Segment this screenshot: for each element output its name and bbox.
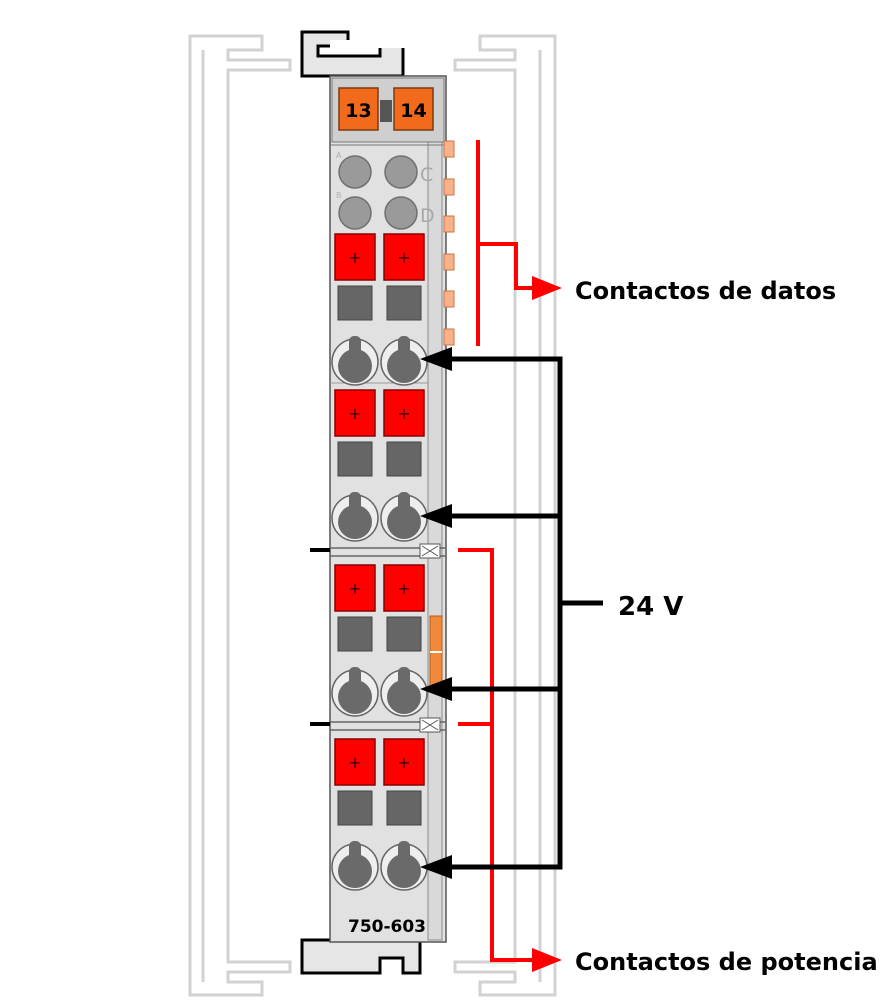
- led-row-b-d: B D: [336, 191, 435, 230]
- led-small-label-a: A: [336, 151, 342, 160]
- contact-pad: [386, 616, 422, 652]
- led-row-a-c: A C: [336, 151, 433, 189]
- contact-pad: [386, 285, 422, 321]
- plus-symbol: +: [397, 753, 410, 772]
- terminal-group: ++: [331, 738, 428, 891]
- spring-clamp-button[interactable]: [334, 564, 376, 612]
- spring-clamp-button[interactable]: [383, 564, 425, 612]
- terminal-badge-13: 13: [338, 87, 379, 131]
- wire-entry-slot: [349, 841, 361, 863]
- spring-clamp-button[interactable]: [334, 738, 376, 786]
- led-letter-d: D: [420, 205, 435, 227]
- supply-24v-wiring: [444, 356, 603, 870]
- spring-clamp-button[interactable]: [383, 738, 425, 786]
- contact-pad: [337, 285, 373, 321]
- wire-entry-hole[interactable]: [338, 680, 372, 714]
- wire-entry-slot: [398, 492, 410, 514]
- plus-symbol: +: [348, 248, 361, 267]
- spring-clamp-button[interactable]: [334, 233, 376, 281]
- contact-pad: [386, 790, 422, 826]
- wire-entry-hole[interactable]: [338, 505, 372, 539]
- model-label: 750-603: [348, 917, 426, 937]
- spring-clamp-button[interactable]: [334, 389, 376, 437]
- spring-clamp-button[interactable]: [383, 233, 425, 281]
- contact-pad: [337, 790, 373, 826]
- contact-pad: [386, 441, 422, 477]
- bottom-clip: [300, 938, 422, 975]
- plus-symbol: +: [397, 404, 410, 423]
- led-letter-c: C: [420, 164, 433, 186]
- plus-symbol: +: [348, 753, 361, 772]
- supply-24v-arrowheads: [420, 347, 452, 879]
- wire-entry-hole[interactable]: [387, 349, 421, 383]
- wire-entry-slot: [349, 336, 361, 358]
- top-clip: [300, 30, 405, 78]
- label-24v: 24 V: [618, 592, 683, 622]
- wire-entry-slot: [398, 841, 410, 863]
- wire-entry-hole[interactable]: [387, 680, 421, 714]
- power-contact-markers: [310, 543, 443, 733]
- plus-symbol: +: [397, 579, 410, 598]
- wire-entry-hole[interactable]: [338, 349, 372, 383]
- contact-pad: [337, 441, 373, 477]
- wire-entry-hole[interactable]: [387, 854, 421, 888]
- terminal-group: ++: [331, 233, 428, 386]
- label-power-contacts: Contactos de potencia: [575, 948, 878, 976]
- wire-entry-slot: [349, 667, 361, 689]
- din-rail-outline: [188, 34, 557, 997]
- terminal-number-13: 13: [345, 100, 371, 122]
- wire-entry-slot: [398, 336, 410, 358]
- spring-clamp-button[interactable]: [383, 389, 425, 437]
- data-contacts-bracket: [476, 140, 540, 346]
- power-contacts-bracket: [458, 548, 540, 962]
- terminal-group: ++: [331, 389, 428, 542]
- plus-symbol: +: [348, 579, 361, 598]
- terminal-number-14: 14: [400, 100, 426, 122]
- plus-symbol: +: [348, 404, 361, 423]
- terminal-group: ++: [331, 564, 428, 717]
- plus-symbol: +: [397, 248, 410, 267]
- wire-entry-slot: [398, 667, 410, 689]
- wire-entry-slot: [349, 492, 361, 514]
- label-data-contacts: Contactos de datos: [575, 277, 836, 305]
- terminal-badge-14: 14: [393, 87, 434, 131]
- led-b: [338, 196, 372, 230]
- power-contacts-arrow: [532, 948, 562, 972]
- terminal-groups: ++++++++: [331, 233, 428, 891]
- data-contacts-arrow: [532, 276, 562, 300]
- data-contact-tabs: [443, 140, 455, 346]
- led-d: [384, 196, 418, 230]
- led-small-label-b: B: [336, 191, 342, 200]
- led-c: [384, 155, 418, 189]
- contact-pad: [337, 616, 373, 652]
- led-a: [338, 155, 372, 189]
- wire-entry-hole[interactable]: [338, 854, 372, 888]
- wire-entry-hole[interactable]: [387, 505, 421, 539]
- terminal-badge-divider: [380, 100, 392, 122]
